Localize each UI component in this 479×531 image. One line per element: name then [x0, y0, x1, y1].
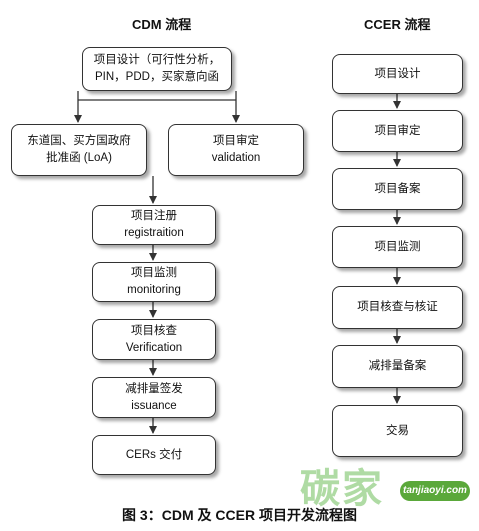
cdm-title: CDM 流程	[132, 17, 192, 32]
cdm-validation-box: 项目审定 validation	[168, 124, 304, 176]
cdm-cers-delivery-box: CERs 交付	[92, 435, 216, 475]
ccer-step-label: 项目监测	[374, 240, 421, 253]
ccer-step-validation: 项目审定	[332, 110, 463, 152]
cdm-cers-delivery-label: CERs 交付	[125, 448, 183, 461]
cdm-validation-line2: validation	[211, 152, 261, 164]
cdm-monitoring-line2: monitoring	[127, 284, 181, 296]
ccer-step-project-design: 项目设计	[332, 54, 463, 94]
cdm-project-design-box: 项目设计（可行性分析， PIN，PDD，买家意向函	[82, 47, 232, 91]
cdm-issuance-line2: issuance	[131, 399, 177, 412]
watermark-url-badge: tanjiaoyi.com	[400, 481, 470, 501]
cdm-loa-line2: 批准函 (LoA)	[46, 152, 112, 164]
cdm-verification-line2: Verification	[125, 341, 183, 354]
cdm-verification-box: 项目核查 Verification	[92, 319, 216, 360]
ccer-step-trading: 交易	[332, 405, 463, 457]
cdm-registration-line1: 项目注册	[131, 210, 177, 223]
ccer-step-label: 减排量备案	[368, 360, 427, 373]
cdm-monitoring-box: 项目监测 monitoring	[92, 262, 216, 302]
cdm-issuance-line1: 减排量签发	[125, 382, 183, 395]
cdm-loa-line1: 东道国、买方国政府	[27, 135, 131, 148]
cdm-registration-line2: registraition	[124, 227, 184, 239]
ccer-step-label: 项目备案	[374, 182, 421, 195]
cdm-project-design-line2: PIN，PDD，买家意向函	[95, 71, 219, 83]
cdm-validation-line1: 项目审定	[213, 135, 259, 148]
cdm-loa-box: 东道国、买方国政府 批准函 (LoA)	[11, 124, 147, 176]
ccer-title: CCER 流程	[364, 17, 431, 32]
ccer-step-emission-reduction-filing: 减排量备案	[332, 345, 463, 388]
ccer-step-monitoring: 项目监测	[332, 226, 463, 268]
cdm-issuance-box: 减排量签发 issuance	[92, 377, 216, 418]
ccer-step-label: 项目核查与核证	[357, 301, 438, 314]
ccer-step-label: 交易	[386, 424, 409, 437]
cdm-monitoring-line1: 项目监测	[131, 267, 177, 280]
ccer-step-label: 项目审定	[374, 124, 421, 137]
ccer-step-label: 项目设计	[374, 67, 421, 80]
ccer-step-filing: 项目备案	[332, 168, 463, 210]
figure-caption: 图 3：CDM 及 CCER 项目开发流程图	[122, 507, 357, 523]
cdm-registration-box: 项目注册 registraition	[92, 205, 216, 245]
cdm-verification-line1: 项目核查	[131, 324, 177, 337]
ccer-step-verification-certification: 项目核查与核证	[332, 286, 463, 329]
cdm-project-design-line1: 项目设计（可行性分析，	[93, 54, 221, 67]
watermark-logo-text: 碳家	[300, 467, 384, 511]
